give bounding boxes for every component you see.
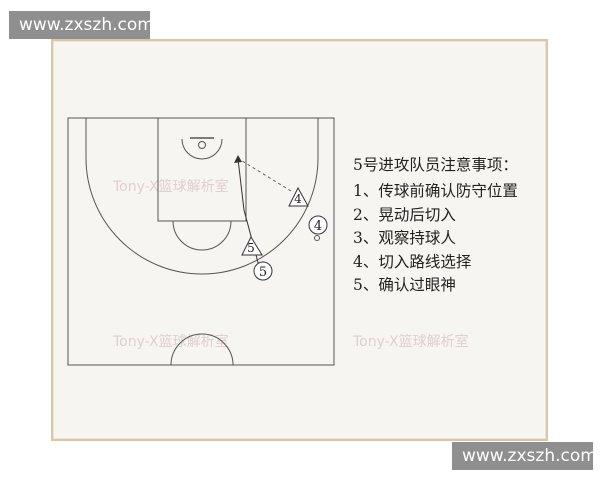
defender-5-label: 5 bbox=[247, 241, 255, 255]
ball bbox=[314, 235, 320, 241]
court-diagram: Tony-X篮球解析室 Tony-X篮球解析室 Tony-X篮球解析室 bbox=[67, 117, 469, 366]
notes-title: 5号进攻队员注意事项： bbox=[353, 156, 518, 174]
offense-5-circle bbox=[253, 261, 273, 281]
center-circle-half bbox=[170, 333, 234, 366]
defender-4-triangle bbox=[288, 186, 309, 207]
defender-5-triangle bbox=[241, 235, 263, 256]
watermark-top: www.zxszh.com bbox=[9, 11, 154, 39]
court-watermark-1: Tony-X篮球解析室 bbox=[112, 178, 229, 195]
pass-line bbox=[238, 158, 292, 192]
diagram-frame: Tony-X篮球解析室 Tony-X篮球解析室 Tony-X篮球解析室 bbox=[51, 39, 548, 441]
paint-lane bbox=[157, 117, 247, 222]
rim bbox=[198, 141, 206, 149]
court-watermark-2: Tony-X篮球解析室 bbox=[112, 333, 229, 350]
note-item: 4、切入路线选择 bbox=[353, 252, 472, 271]
court-watermark-3: Tony-X篮球解析室 bbox=[352, 333, 469, 350]
offense-4-label: 4 bbox=[314, 219, 322, 234]
note-item: 3、观察持球人 bbox=[353, 229, 456, 248]
note-item: 2、晃动后切入 bbox=[353, 205, 456, 224]
watermark-bottom: www.zxszh.com bbox=[452, 442, 597, 470]
note-item: 1、传球前确认防守位置 bbox=[353, 182, 518, 200]
cut-arrowhead bbox=[234, 155, 242, 163]
defender-4-label: 4 bbox=[294, 192, 302, 206]
offense-5-label: 5 bbox=[259, 265, 267, 280]
free-throw-circle bbox=[172, 220, 232, 251]
note-item: 5、确认过眼神 bbox=[353, 276, 456, 295]
coaching-notes: 5号进攻队员注意事项： 1、传球前确认防守位置 2、晃动后切入 3、观察持球人 … bbox=[353, 154, 518, 298]
restricted-arc bbox=[181, 138, 223, 160]
half-court-outline bbox=[67, 117, 335, 366]
offense-4-circle bbox=[308, 215, 328, 235]
